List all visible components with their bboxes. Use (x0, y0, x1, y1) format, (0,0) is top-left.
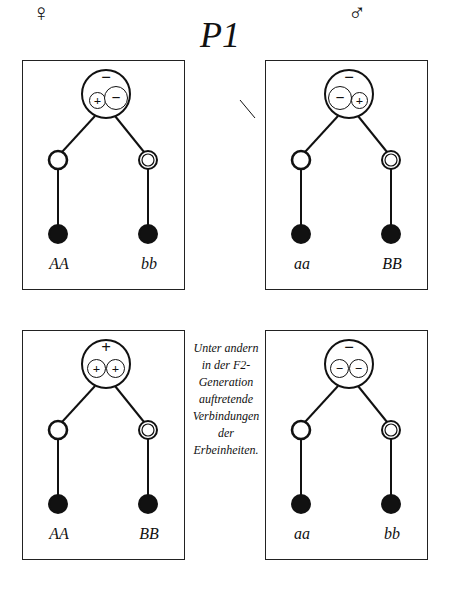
allele-label: AA (29, 525, 89, 543)
cell-circle: −+− (81, 69, 131, 119)
factor-circle: + (351, 92, 368, 109)
allele-label: BB (119, 525, 179, 543)
factor-circle: + (106, 359, 125, 378)
allele-label: aa (272, 525, 332, 543)
factor-circle: − (104, 86, 128, 110)
allele-label: BB (362, 255, 422, 273)
note-text: Unter andern in der F2- Generation auftr… (188, 340, 264, 459)
charge-sign: + (83, 339, 129, 357)
cell-circle: −−− (324, 339, 374, 389)
charge-sign: + (93, 362, 100, 375)
genotype-box: aaBB−−+ (265, 60, 428, 290)
sex-symbol: ♂ (342, 0, 372, 27)
charge-sign: − (111, 90, 120, 106)
stroke-mark (240, 100, 255, 118)
allele-label: aa (272, 255, 332, 273)
factor-circle: − (330, 359, 349, 378)
cell-circle: + + + (81, 339, 131, 389)
charge-sign: − (355, 362, 362, 375)
sex-symbol: ♀ (26, 0, 56, 27)
allele-label: bb (119, 255, 179, 273)
charge-sign: − (326, 69, 372, 87)
charge-sign: + (112, 362, 119, 375)
factor-circle: + (87, 359, 106, 378)
factor-circle: − (349, 359, 368, 378)
charge-sign: + (94, 94, 101, 107)
cell-circle: −−+ (324, 69, 374, 119)
unit-figure (292, 386, 400, 513)
factor-circle: − (328, 86, 352, 110)
genotype-box: AA BB + + + (22, 330, 185, 560)
unit-figure (49, 116, 157, 243)
genotype-box: AAbb−+− (22, 60, 185, 290)
charge-sign: − (336, 362, 343, 375)
charge-sign: − (326, 339, 372, 357)
unit-figure (292, 116, 400, 243)
allele-label: AA (29, 255, 89, 273)
charge-sign: − (83, 69, 129, 87)
unit-figure (49, 386, 157, 513)
generation-title: P1 (200, 14, 240, 56)
charge-sign: + (356, 94, 363, 107)
charge-sign: − (335, 90, 344, 106)
allele-label: bb (362, 525, 422, 543)
genotype-box: aabb−−− (265, 330, 428, 560)
